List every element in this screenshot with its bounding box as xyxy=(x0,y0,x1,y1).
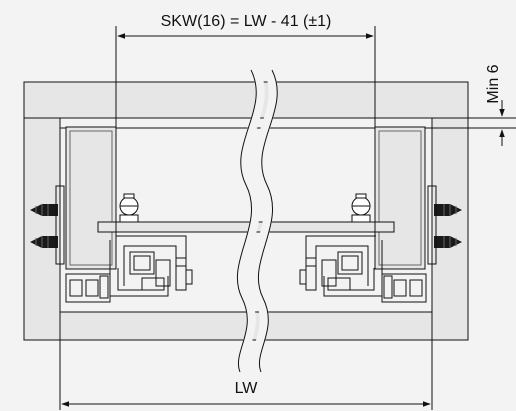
dimension-lw xyxy=(59,340,433,410)
dimension-min6 xyxy=(425,100,516,146)
side-bracket-left xyxy=(55,185,65,265)
dimension-skw xyxy=(115,26,376,240)
cabinet-left-side xyxy=(23,117,61,341)
min6-label: Min 6 xyxy=(485,64,502,103)
drawer-body xyxy=(59,117,433,341)
cabinet-top-panel xyxy=(23,81,469,119)
side-bracket-right xyxy=(427,185,437,265)
screw-icon-left-lower xyxy=(30,236,58,248)
screw-icon-right-upper xyxy=(434,204,462,216)
cabinet-frame xyxy=(23,81,469,341)
locking-clip-left xyxy=(119,193,139,223)
drawer-bottom-board xyxy=(97,221,395,233)
slide-runner-left xyxy=(65,235,193,303)
break-lines xyxy=(236,67,278,374)
drawer-right-inner xyxy=(378,130,422,266)
locking-clip-right xyxy=(351,193,371,223)
drawer-left-inner xyxy=(69,130,113,266)
drawer-left-wall xyxy=(65,126,117,270)
slide-runner-right xyxy=(299,235,427,303)
lw-label: LW xyxy=(235,380,259,397)
screw-icon-left-upper xyxy=(30,204,58,216)
drawer-right-wall xyxy=(374,126,426,270)
top-gap xyxy=(59,117,433,129)
cabinet-right-side xyxy=(431,117,469,341)
skw-formula-label: SKW(16) = LW - 41 (±1) xyxy=(161,13,332,30)
screw-icon-right-lower xyxy=(434,236,462,248)
